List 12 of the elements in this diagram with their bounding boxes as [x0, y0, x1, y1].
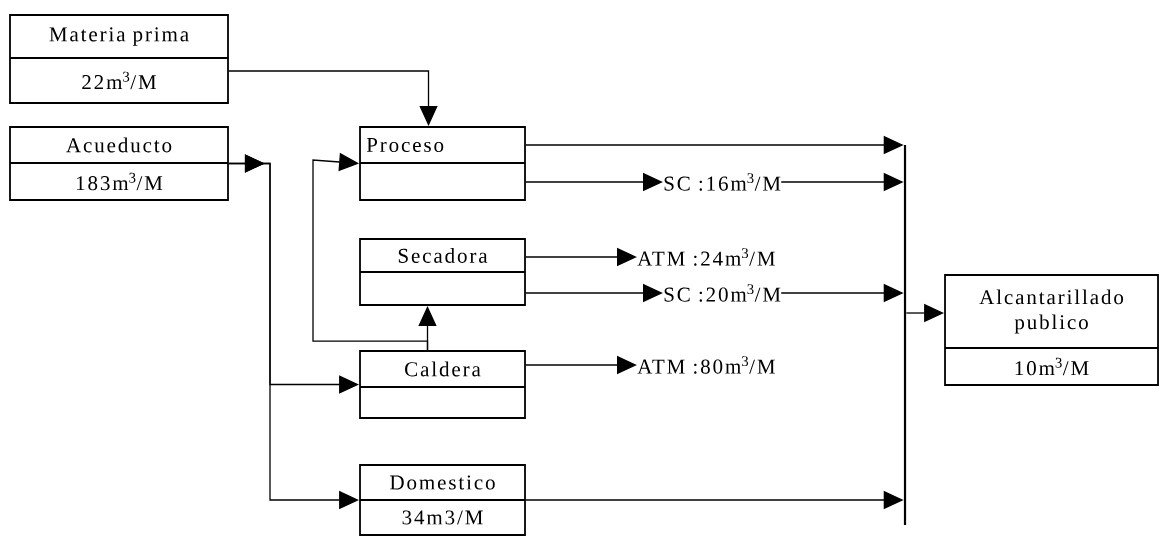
process-box: Caldera — [359, 350, 526, 419]
process-box: Acueducto 183m$^{3}$/M — [9, 126, 229, 201]
process-box: Secadora — [359, 238, 526, 306]
process-box: Domestico 34m3/M — [359, 464, 526, 536]
flow-label: ATM :24m$^{3}$/M — [637, 248, 776, 266]
flow-label: SC :20m$^{3}$/M — [663, 284, 781, 302]
flow-label: SC :16m$^{3}$/M — [663, 173, 781, 191]
process-box: Materia prima 22m$^{3}$/M — [9, 14, 229, 104]
flow-label: ATM :80m$^{3}$/M — [637, 356, 776, 374]
arrow — [312, 152, 429, 351]
process-box: Alcantarillado publico 10m$^{3}$/M — [944, 274, 1159, 386]
process-box: Proceso — [359, 126, 526, 201]
